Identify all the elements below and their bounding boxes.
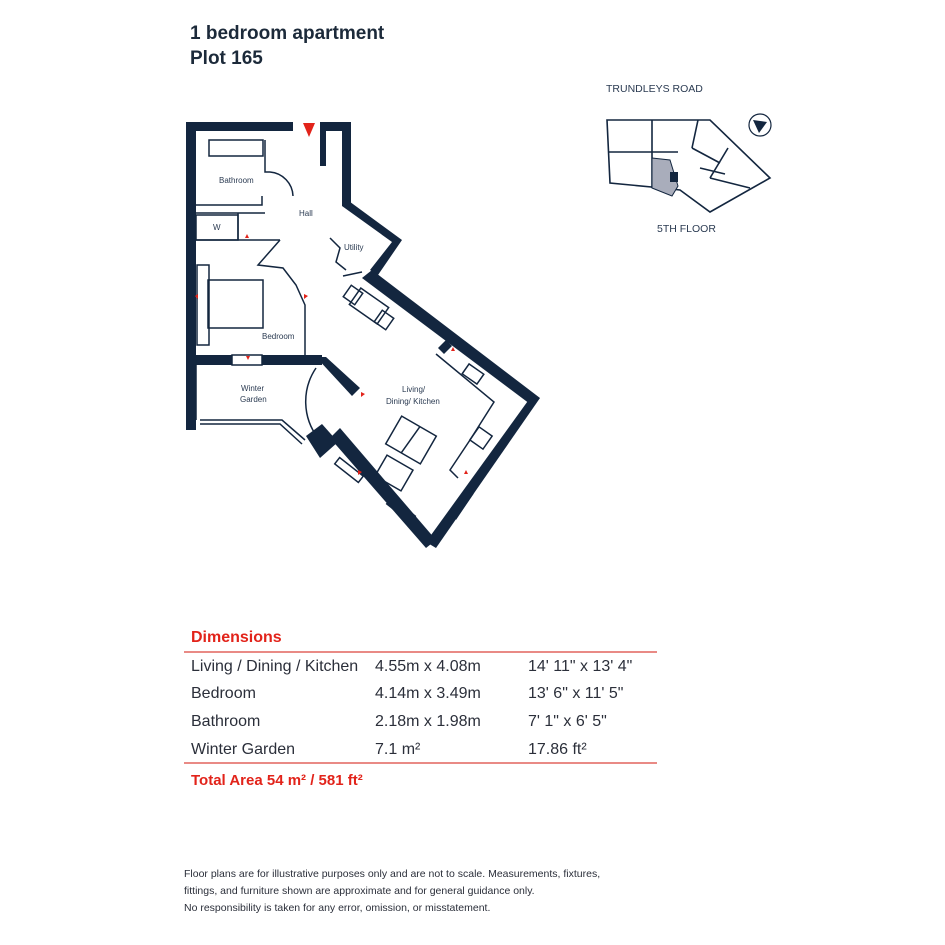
table-bottom-rule bbox=[184, 762, 657, 764]
apartment-type: 1 bedroom apartment bbox=[190, 23, 385, 44]
page-title: 1 bedroom apartment Plot 165 bbox=[190, 21, 384, 71]
room-name: Living / Dining / Kitchen bbox=[191, 658, 359, 675]
floor-plan: Bathroom Hall W Utility Bedroom Winter G… bbox=[186, 122, 540, 548]
metric-size: 2.18m x 1.98m bbox=[375, 713, 481, 730]
metric-size: 7.1 m² bbox=[375, 741, 421, 758]
metric-size: 4.55m x 4.08m bbox=[375, 658, 481, 675]
metric-size: 4.14m x 3.49m bbox=[375, 685, 481, 702]
entrance-arrow-icon bbox=[303, 123, 315, 137]
total-area: Total Area 54 m² / 581 ft² bbox=[191, 772, 363, 789]
room-label-hall: Hall bbox=[299, 209, 313, 218]
table-top-rule bbox=[184, 651, 657, 653]
window-marker-icons bbox=[195, 234, 468, 475]
table-row: Bedroom 4.14m x 3.49m 13' 6" x 11' 5" bbox=[191, 685, 661, 707]
room-label-utility: Utility bbox=[344, 243, 364, 252]
imperial-size: 17.86 ft² bbox=[528, 741, 587, 758]
disclaimer-line: fittings, and furniture shown are approx… bbox=[184, 885, 535, 897]
road-label: TRUNDLEYS ROAD bbox=[606, 83, 703, 95]
room-label-wardrobe: W bbox=[213, 223, 221, 232]
table-row: Winter Garden 7.1 m² 17.86 ft² bbox=[191, 741, 661, 763]
room-name: Bedroom bbox=[191, 685, 256, 702]
disclaimer-line: No responsibility is taken for any error… bbox=[184, 902, 491, 914]
room-label-bedroom: Bedroom bbox=[262, 332, 295, 341]
room-label-bathroom: Bathroom bbox=[219, 176, 254, 185]
walls bbox=[186, 122, 540, 548]
table-row: Bathroom 2.18m x 1.98m 7' 1" x 6' 5" bbox=[191, 713, 661, 735]
dimensions-heading: Dimensions bbox=[191, 629, 282, 646]
imperial-size: 7' 1" x 6' 5" bbox=[528, 713, 607, 730]
room-label-winter-garden-2: Garden bbox=[240, 395, 267, 404]
disclaimer: Floor plans are for illustrative purpose… bbox=[184, 866, 654, 917]
table-row: Living / Dining / Kitchen 4.55m x 4.08m … bbox=[191, 658, 661, 680]
imperial-size: 13' 6" x 11' 5" bbox=[528, 685, 624, 702]
key-plan bbox=[606, 113, 772, 213]
plot-number: Plot 165 bbox=[190, 48, 263, 69]
disclaimer-line: Floor plans are for illustrative purpose… bbox=[184, 868, 601, 880]
imperial-size: 14' 11" x 13' 4" bbox=[528, 658, 633, 675]
room-label-living-2: Dining/ Kitchen bbox=[386, 397, 440, 406]
floor-label: 5TH FLOOR bbox=[657, 223, 716, 235]
room-label-living: Living/ bbox=[402, 385, 426, 394]
north-arrow-icon bbox=[748, 113, 772, 137]
room-label-winter-garden: Winter bbox=[241, 384, 264, 393]
room-name: Bathroom bbox=[191, 713, 261, 730]
room-name: Winter Garden bbox=[191, 741, 296, 758]
